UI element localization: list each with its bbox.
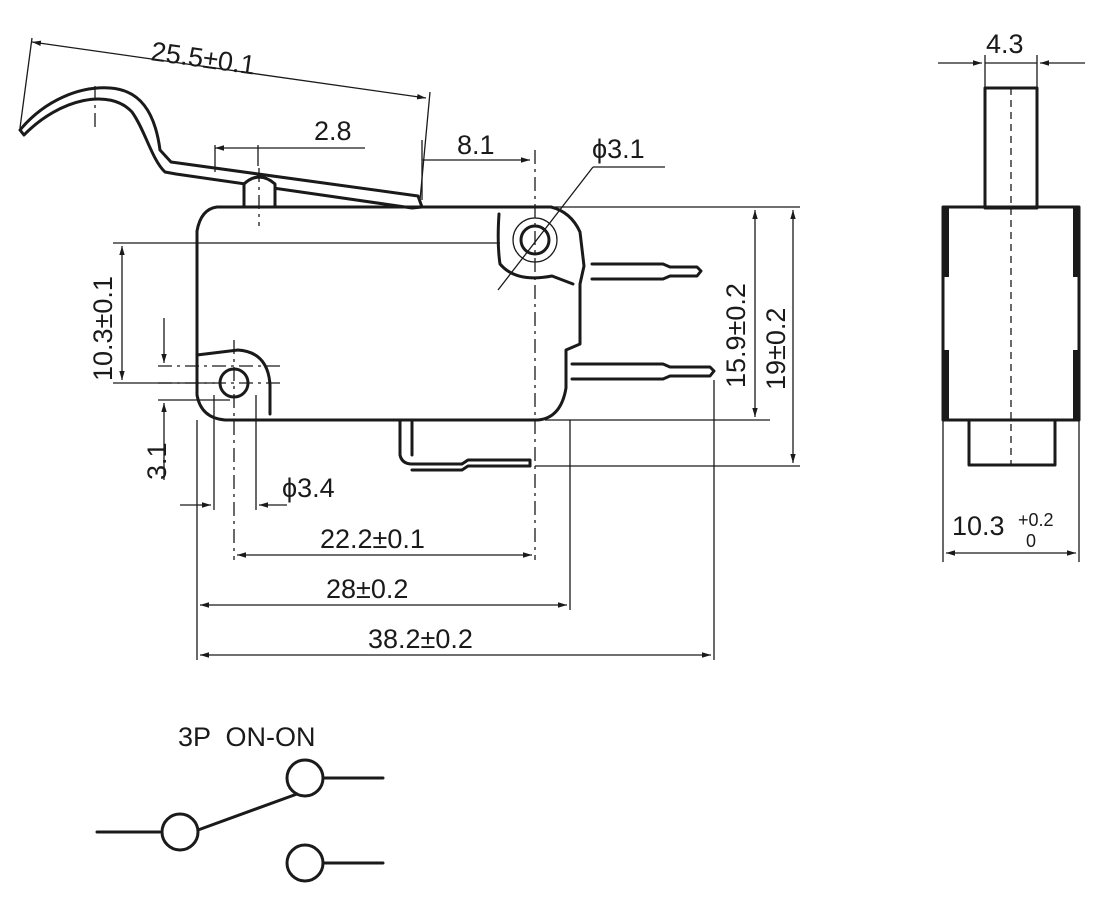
- dim-overall-length: 38.2±0.2: [368, 624, 473, 654]
- dim-body-width-tol-lower: 0: [1026, 531, 1036, 551]
- common-contact: [160, 812, 200, 852]
- terminal-no: [590, 262, 703, 281]
- front-view: [18, 86, 716, 560]
- dimensions-front: 25.5±0.1 2.8 8.1 ϕ3.1 10.3±0.1 3.1 ϕ3.4: [19, 36, 800, 660]
- schematic-label: 3P ON-ON: [178, 722, 316, 752]
- dim-hole-to-bottom: 3.1: [142, 442, 172, 480]
- dim-hole-spacing: 22.2±0.1: [320, 524, 425, 554]
- dim-terminal-height: 15.9±0.2: [721, 283, 751, 388]
- switch-body: [195, 205, 586, 422]
- side-terminal: [967, 418, 1057, 467]
- dim-hole-vertical: 10.3±0.1: [88, 276, 118, 381]
- dimensions-side: 4.3 10.3 +0.2 0: [938, 29, 1085, 562]
- dim-body-width-tol-upper: +0.2: [1018, 510, 1054, 530]
- terminal-nc: [570, 362, 716, 381]
- dim-body-height: 19±0.2: [761, 308, 791, 390]
- contact-on-2: [285, 843, 325, 883]
- dim-lever-length: 25.5±0.1: [149, 36, 257, 80]
- lever: [18, 86, 424, 210]
- dim-body-width: 10.3: [952, 511, 1005, 541]
- terminal-com: [398, 419, 532, 472]
- dim-plunger-width: 4.3: [986, 29, 1024, 59]
- circuit-schematic: 3P ON-ON: [95, 722, 385, 883]
- dim-pivot-offset: 8.1: [457, 130, 495, 160]
- dim-pivot-hole: ϕ3.1: [592, 134, 645, 164]
- dim-actuator-offset: 2.8: [314, 116, 352, 146]
- contact-on-1: [285, 758, 325, 798]
- dim-body-length: 28±0.2: [326, 574, 408, 604]
- side-view: [941, 86, 1081, 467]
- dim-mount-hole: ϕ3.4: [282, 473, 335, 503]
